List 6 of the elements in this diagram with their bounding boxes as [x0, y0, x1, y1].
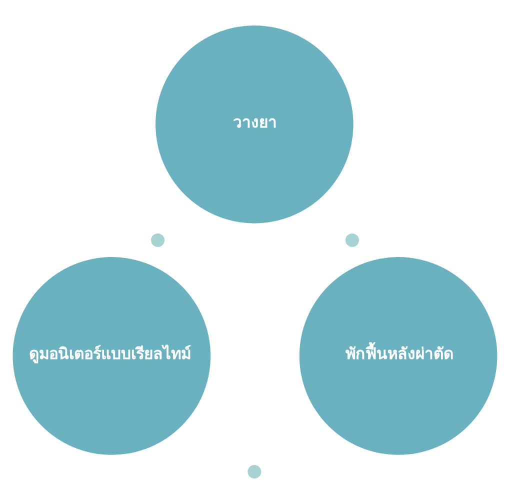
- node-circle: ดูมอนิเตอร์แบบเรียลไทม์: [12, 256, 211, 454]
- node-circle: วางยา: [156, 25, 354, 223]
- node-circle: พักฟื้นหลังผ่าตัด: [299, 256, 498, 454]
- node-circle: [248, 464, 262, 478]
- node-circle: [151, 232, 164, 246]
- node-circle: [346, 232, 359, 246]
